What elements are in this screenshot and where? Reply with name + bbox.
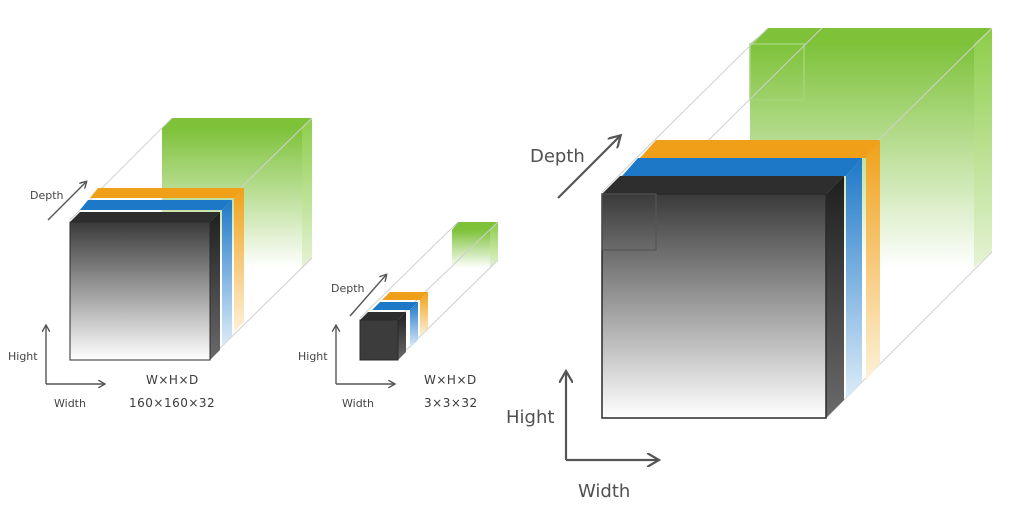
tiny-orange-slab <box>382 292 428 336</box>
tiny-blue-slab <box>372 302 418 348</box>
large-tensor: Depth Hight Width <box>506 27 993 502</box>
tiny-front-cube <box>359 312 406 361</box>
large-front-cube <box>601 176 844 419</box>
tiny-depth-arrow <box>349 275 386 317</box>
small-hight-label: Hight <box>8 350 38 363</box>
large-width-label: Width <box>578 481 630 502</box>
large-hight-label: Hight <box>506 407 554 428</box>
tiny-dims-header: W×H×D <box>424 373 477 387</box>
small-depth-arrow <box>47 182 86 221</box>
large-depth-label: Depth <box>530 146 585 167</box>
tiny-tensor: Depth Hight Width W×H×D 3×3×32 <box>298 221 499 410</box>
small-front-cube <box>69 212 220 361</box>
small-width-label: Width <box>54 397 86 410</box>
large-orange-slab <box>640 140 880 380</box>
small-dims-value: 160×160×32 <box>129 396 215 410</box>
large-depth-arrow <box>557 136 620 199</box>
small-depth-label: Depth <box>30 189 64 202</box>
tiny-hight-label: Hight <box>298 350 328 363</box>
small-blue-slab <box>80 200 232 346</box>
large-blue-slab <box>622 158 862 398</box>
small-tensor: Depth Hight Width W×H×D 160×160×32 <box>8 117 313 410</box>
tiny-depth-label: Depth <box>331 282 365 295</box>
tiny-width-label: Width <box>342 397 374 410</box>
small-orange-slab <box>90 188 244 332</box>
small-dims-header: W×H×D <box>146 373 199 387</box>
tiny-dims-value: 3×3×32 <box>424 396 478 410</box>
